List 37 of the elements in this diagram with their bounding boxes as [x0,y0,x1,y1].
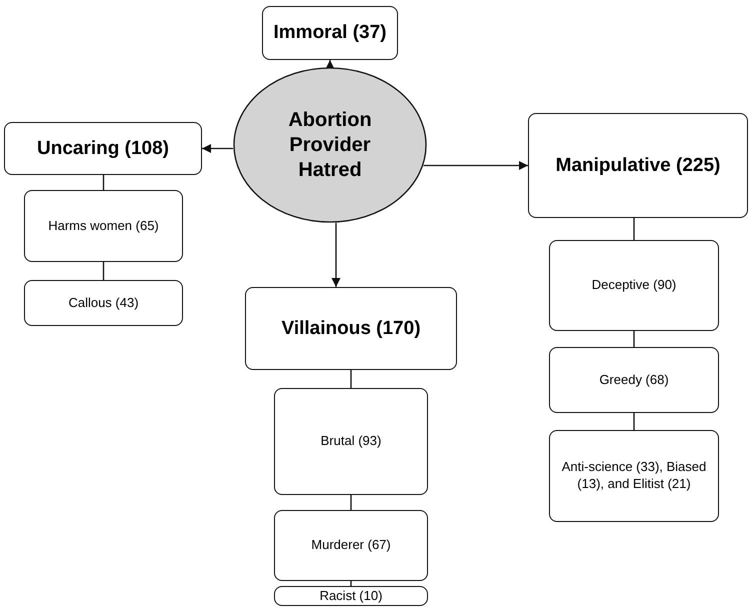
category-box [549,240,719,331]
category-box [4,122,202,175]
connector-line [350,495,352,510]
arrow [424,160,528,170]
connector-line [102,175,104,190]
node-label: Racist (10) [320,588,382,604]
category-box [24,280,183,326]
node-label: Immoral (37) [274,22,386,44]
connector-line [102,262,104,280]
category-box [549,430,719,522]
node-label: Villainous (170) [281,318,421,340]
node-label: Brutal (93) [320,433,382,450]
category-box [245,287,457,370]
connector-line [633,331,635,347]
node-label: Abortion Provider Hatred [287,108,373,182]
node-label: Callous (43) [68,294,139,312]
node-label: Manipulative (225) [556,154,720,176]
connector-line [633,218,635,240]
node-label: Uncaring (108) [37,138,169,160]
node-label: Deceptive (90) [592,277,676,294]
category-box [528,113,748,218]
connector-line [350,370,352,388]
node-label: Anti-science (33), Biased (13), and Elitist (21) [560,459,708,493]
arrow [331,222,341,287]
node-label: Harms women (65) [48,218,159,234]
category-box [274,586,428,606]
category-box [549,347,719,413]
category-box [274,510,428,581]
node-label: Greedy (68) [599,372,669,388]
node-label: Murderer (67) [311,537,391,554]
category-box [262,6,398,60]
connector-line [633,413,635,430]
ellipse-node [233,67,427,223]
arrow [325,60,335,70]
arrow [202,144,234,154]
category-box [24,190,183,262]
category-box [274,388,428,495]
